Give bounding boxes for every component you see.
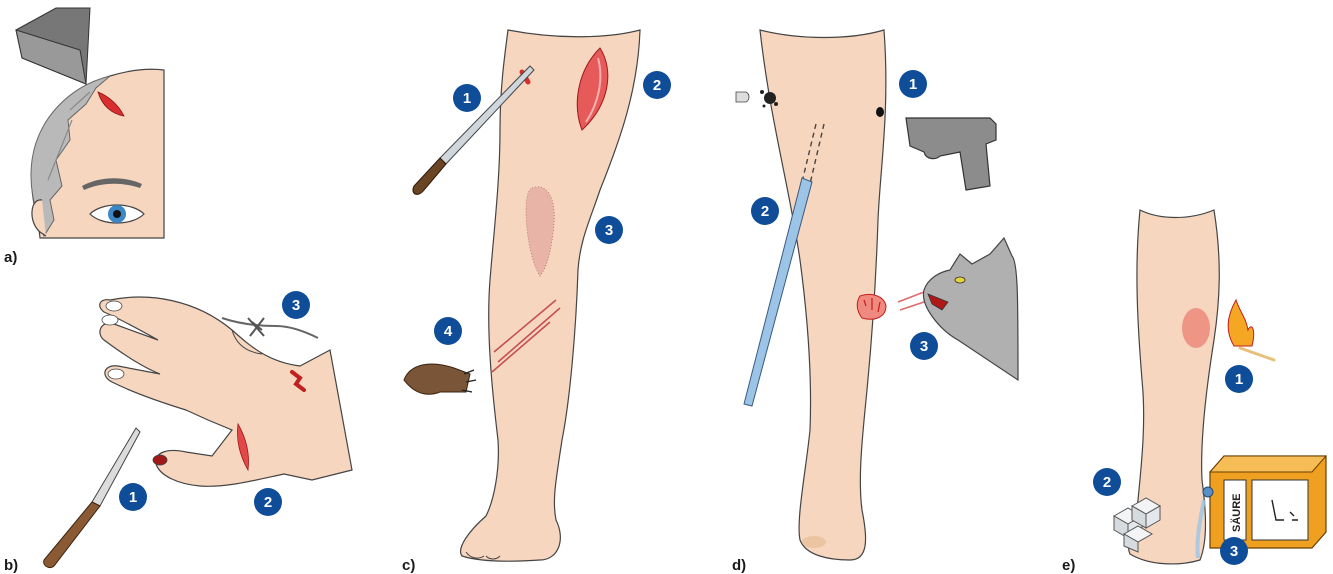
gunshot-entry xyxy=(876,107,884,117)
bullet xyxy=(736,92,749,102)
burn-wound xyxy=(1182,308,1210,348)
svg-text:3: 3 xyxy=(292,297,300,314)
pistol xyxy=(906,118,996,190)
canister-hazard-panel xyxy=(1252,480,1308,540)
badge-d2: 2 xyxy=(751,197,779,225)
svg-text:3: 3 xyxy=(605,222,613,239)
animal-paw xyxy=(404,364,470,394)
badge-d3: 3 xyxy=(910,332,938,360)
badge-c2: 2 xyxy=(643,71,671,99)
heel-mark xyxy=(802,536,826,548)
badge-b1: 1 xyxy=(119,483,147,511)
badge-c3: 3 xyxy=(595,216,623,244)
panel-a: a) xyxy=(4,8,164,266)
badge-c1: 1 xyxy=(453,84,481,112)
svg-text:2: 2 xyxy=(761,203,769,220)
panel-e: SÄURE e) xyxy=(1062,210,1326,574)
panel-label-e: e) xyxy=(1062,557,1075,574)
hand xyxy=(100,297,352,486)
acid-label: SÄURE xyxy=(1230,493,1243,532)
svg-text:2: 2 xyxy=(264,494,272,511)
fingernail-bleeding xyxy=(153,455,167,465)
fingernail xyxy=(106,301,122,311)
badge-e2: 2 xyxy=(1093,468,1121,496)
badge-e1: 1 xyxy=(1225,365,1253,393)
panel-label-c: c) xyxy=(402,557,415,574)
canister-cap xyxy=(1203,487,1213,497)
badge-c4: 4 xyxy=(434,317,462,345)
match-stick xyxy=(1240,348,1274,360)
panel-b: b) xyxy=(4,297,352,574)
panel-c: c) xyxy=(402,30,640,574)
badge-d1: 1 xyxy=(899,70,927,98)
cat-eye xyxy=(955,277,965,283)
badge-b3: 3 xyxy=(282,291,310,319)
cat-head xyxy=(923,238,1018,380)
svg-text:2: 2 xyxy=(1103,474,1111,491)
dagger-handle xyxy=(413,158,446,194)
svg-text:3: 3 xyxy=(1230,543,1238,560)
panel-label-b: b) xyxy=(4,557,18,574)
knife-handle xyxy=(44,502,100,568)
panel-label-d: d) xyxy=(732,557,746,574)
fingernail xyxy=(108,369,124,379)
badge-b2: 2 xyxy=(254,488,282,516)
pupil xyxy=(113,210,121,218)
svg-text:1: 1 xyxy=(1235,371,1243,388)
panel-d: d) xyxy=(732,30,1018,574)
svg-text:1: 1 xyxy=(909,76,917,93)
svg-text:2: 2 xyxy=(653,77,661,94)
svg-text:1: 1 xyxy=(463,90,471,107)
badge-e3: 3 xyxy=(1220,537,1248,565)
svg-text:3: 3 xyxy=(920,338,928,355)
fingernail xyxy=(102,315,118,325)
svg-text:4: 4 xyxy=(444,323,453,340)
gunshot-exit xyxy=(764,92,776,104)
svg-text:1: 1 xyxy=(129,489,137,506)
panel-label-a: a) xyxy=(4,249,17,266)
match-flame xyxy=(1228,300,1254,346)
